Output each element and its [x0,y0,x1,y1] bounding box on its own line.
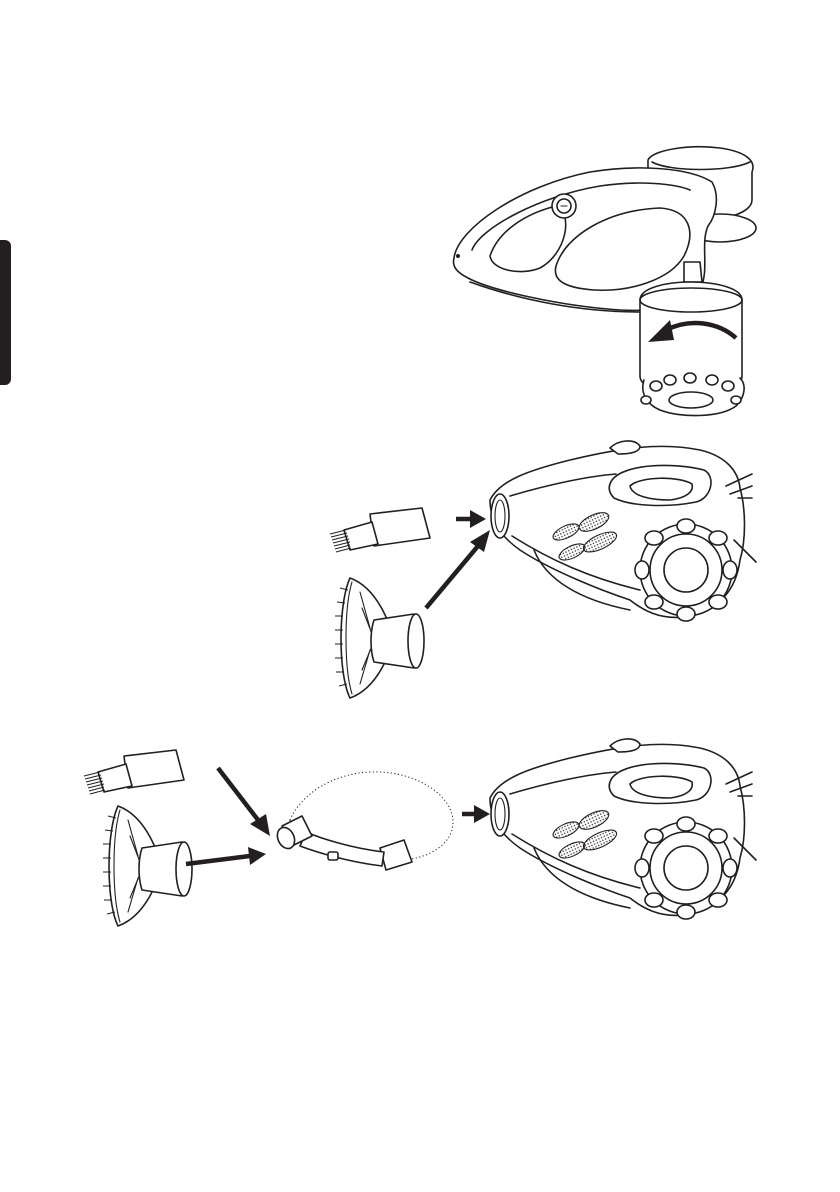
arrow-hose-to-vacuum-icon [462,805,490,823]
filter-removal-figure [454,147,756,416]
arrow-nozzle-to-vacuum-icon [426,530,490,608]
vacuum-body-lower [490,739,756,919]
flexible-hose [274,772,453,870]
brush-tool-upper [330,508,430,552]
filter-canister [640,282,744,416]
direct-attachment-figure [330,441,756,698]
nozzle-tool-upper [335,578,424,698]
arrow-nozzle-to-hose-icon [186,847,266,865]
vacuum-body-upper [490,441,756,621]
arrow-brush-to-hose-icon [218,768,270,836]
brush-tool-lower [84,750,184,794]
hose-attachment-figure [84,739,756,926]
nozzle-tool-lower [103,806,192,926]
arrow-brush-to-vacuum-icon [456,510,486,528]
